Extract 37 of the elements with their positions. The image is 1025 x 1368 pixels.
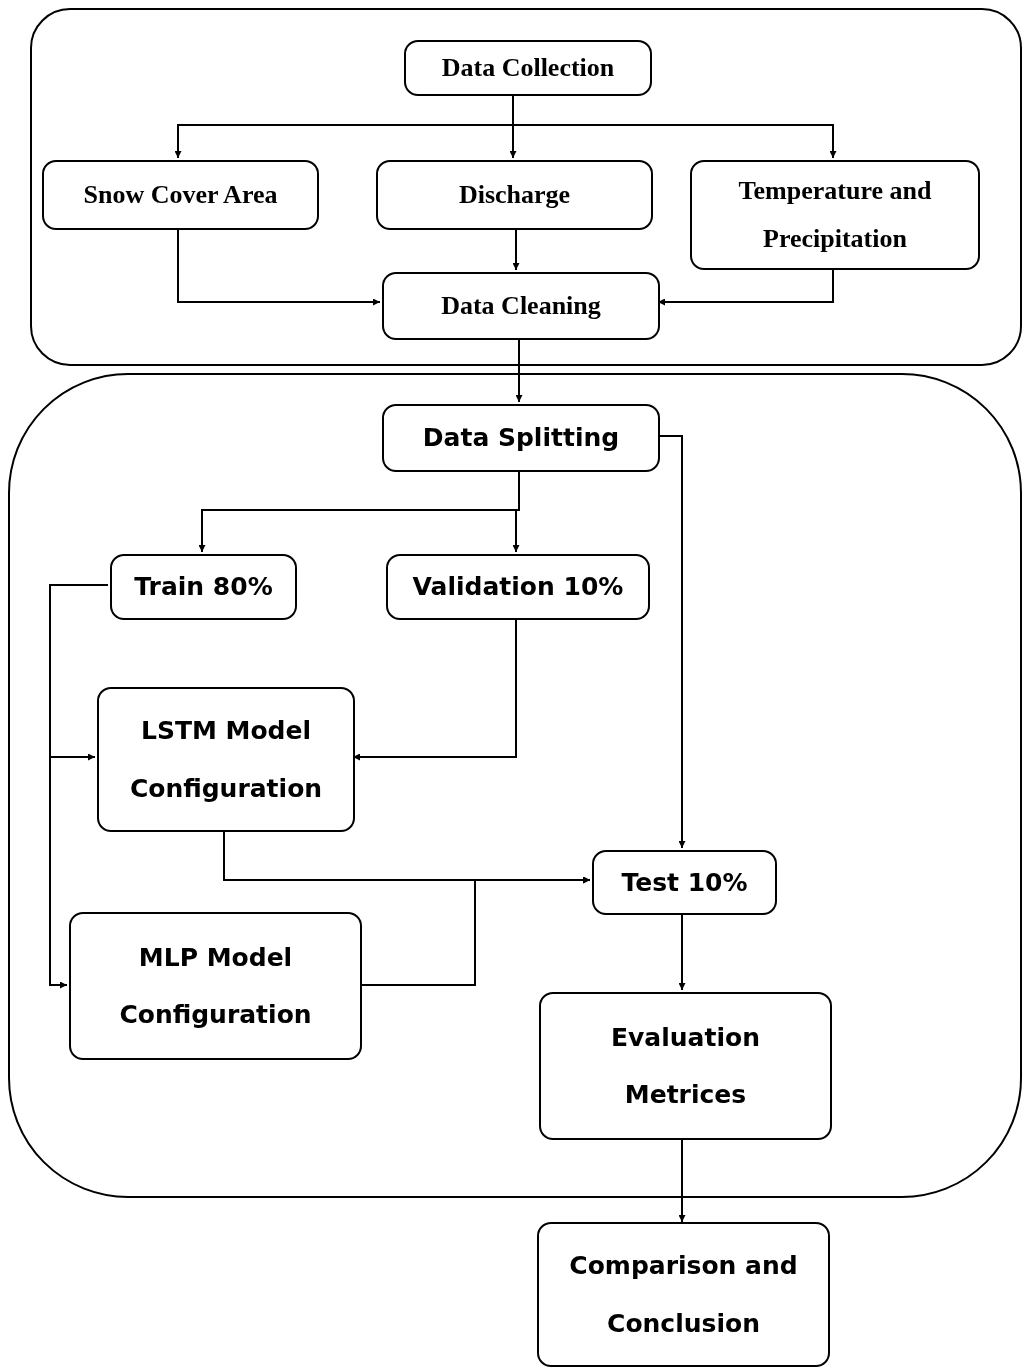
box-label: Train 80% [134, 571, 273, 604]
group-panel [8, 373, 1022, 1198]
process-box [690, 160, 980, 270]
group-panel [30, 8, 1022, 366]
box-label: Data Splitting [422, 422, 620, 455]
arrow [359, 876, 591, 986]
box-label: Temperature and Precipitation [737, 174, 933, 255]
process-box [539, 992, 832, 1140]
box-label: Comparison and Conclusion [568, 1250, 799, 1340]
process-box [97, 687, 355, 832]
box-label: Validation 10% [412, 571, 624, 604]
box-label: MLP Model Configuration [118, 941, 313, 1031]
process-box [110, 554, 297, 620]
arrow [657, 435, 686, 849]
process-box [69, 912, 362, 1060]
box-label: Snow Cover Area [83, 178, 278, 211]
arrow [512, 227, 520, 271]
process-box [404, 40, 652, 96]
arrow [657, 267, 834, 306]
arrow [515, 337, 523, 403]
box-label: Data Collection [441, 51, 615, 84]
box-label: Evaluation Metrices [610, 1021, 761, 1111]
box-label: Test 10% [621, 866, 748, 899]
process-box [42, 160, 319, 230]
arrow [678, 1137, 686, 1223]
arrow [352, 617, 517, 761]
box-label: LSTM Model Configuration [128, 715, 324, 805]
box-label: Data Cleaning [441, 289, 601, 322]
process-box [592, 850, 777, 915]
process-box [537, 1222, 830, 1367]
process-box [382, 404, 660, 472]
arrow [678, 912, 686, 991]
box-label: Discharge [458, 178, 571, 211]
process-box [376, 160, 653, 230]
arrow [177, 227, 381, 306]
process-box [382, 272, 660, 340]
process-box [386, 554, 650, 620]
